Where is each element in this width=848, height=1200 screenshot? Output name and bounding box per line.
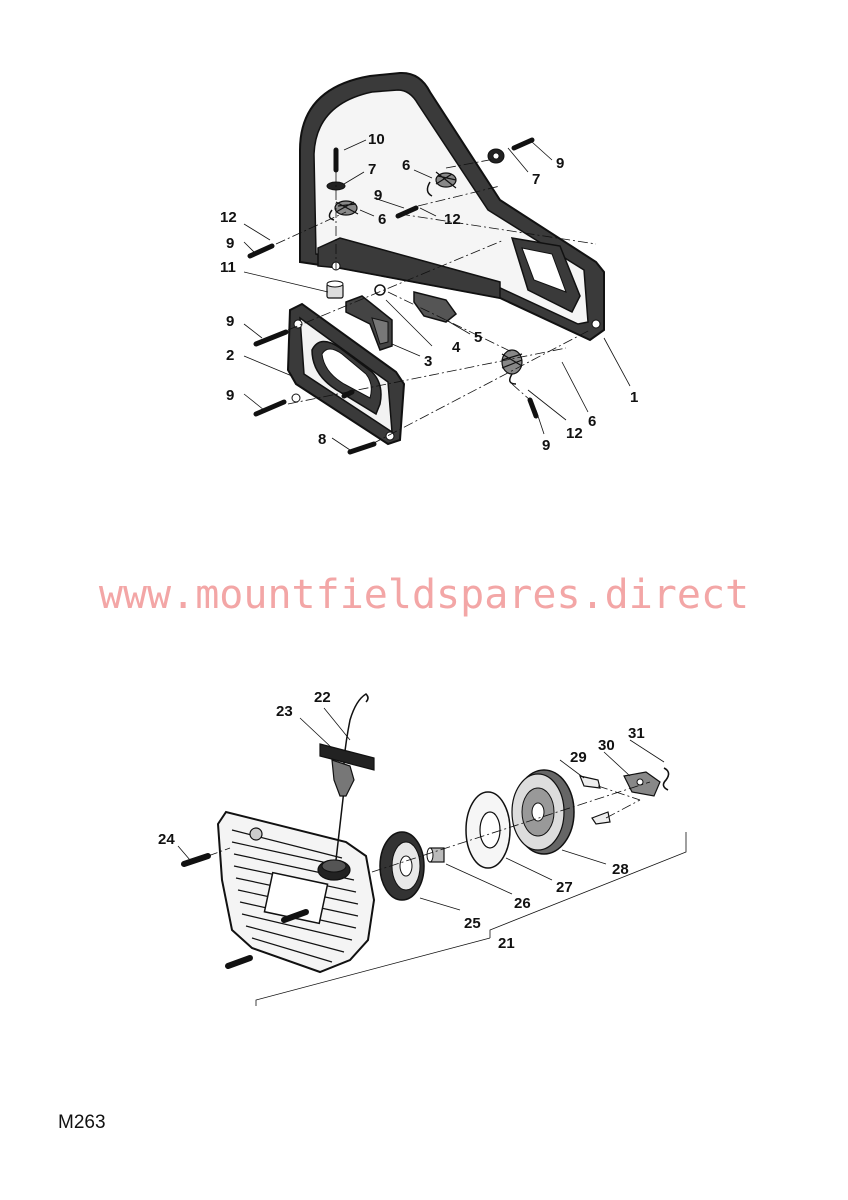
pulley-bushing <box>426 847 445 863</box>
screws <box>247 137 539 455</box>
callout-9b: 9 <box>374 187 382 204</box>
callout-9f: 9 <box>542 437 550 454</box>
callout-6a: 6 <box>402 157 410 174</box>
dash-lines-upper <box>275 157 597 445</box>
bushing <box>326 280 344 299</box>
side-plate <box>286 302 406 446</box>
callout-9e: 9 <box>226 387 234 404</box>
callout-26: 26 <box>514 895 531 912</box>
spring-left <box>328 200 359 221</box>
washer-right <box>487 148 505 164</box>
callout-7b: 7 <box>532 171 540 188</box>
callout-9c: 9 <box>226 235 234 252</box>
pawls <box>579 775 611 825</box>
callout-2: 2 <box>226 347 234 364</box>
callout-4: 4 <box>452 339 461 356</box>
callout-25: 25 <box>464 915 481 932</box>
callout-5: 5 <box>474 329 482 346</box>
callout-3: 3 <box>424 353 432 370</box>
starter-handle <box>319 743 375 797</box>
starter-rope <box>335 693 369 861</box>
callout-23: 23 <box>276 703 293 720</box>
dash-lines-lower <box>207 781 651 873</box>
callout-11: 11 <box>220 259 236 276</box>
front-handle-bar <box>299 71 605 342</box>
leader-lines-upper <box>243 139 631 451</box>
callout-7a: 7 <box>368 161 376 178</box>
callouts: 1 2 3 4 5 6 6 6 7 7 8 9 9 9 9 9 9 10 11 … <box>158 131 645 952</box>
callout-10: 10 <box>368 131 385 148</box>
callout-6b: 6 <box>378 211 386 228</box>
brake-lever <box>345 295 393 351</box>
starter-drum <box>511 769 575 855</box>
retaining-clip <box>662 767 670 791</box>
spring-top <box>426 171 457 197</box>
starter-screws <box>181 853 309 969</box>
callout-8: 8 <box>318 431 326 448</box>
callout-1: 1 <box>630 389 638 406</box>
callout-9d: 9 <box>226 313 234 330</box>
pawl-carrier <box>623 771 661 797</box>
bracket <box>413 291 458 323</box>
callout-22: 22 <box>314 689 331 706</box>
callout-31: 31 <box>628 725 645 742</box>
thrust-washer <box>465 791 511 869</box>
leader-lines-lower <box>177 707 687 1006</box>
callout-9a: 9 <box>556 155 564 172</box>
callout-30: 30 <box>598 737 615 754</box>
callout-27: 27 <box>556 879 573 896</box>
starter-pulley <box>379 831 425 901</box>
callout-28: 28 <box>612 861 629 878</box>
callout-12a: 12 <box>220 209 237 226</box>
callout-24: 24 <box>158 831 175 848</box>
starter-housing <box>216 810 376 974</box>
watermark: www.mountfieldspares.direct <box>98 572 750 618</box>
callout-12b: 12 <box>444 211 461 228</box>
drawing-code: M263 <box>58 1112 106 1133</box>
callout-6c: 6 <box>588 413 596 430</box>
callout-21: 21 <box>498 935 515 952</box>
callout-29: 29 <box>570 749 587 766</box>
callout-12c: 12 <box>566 425 583 442</box>
